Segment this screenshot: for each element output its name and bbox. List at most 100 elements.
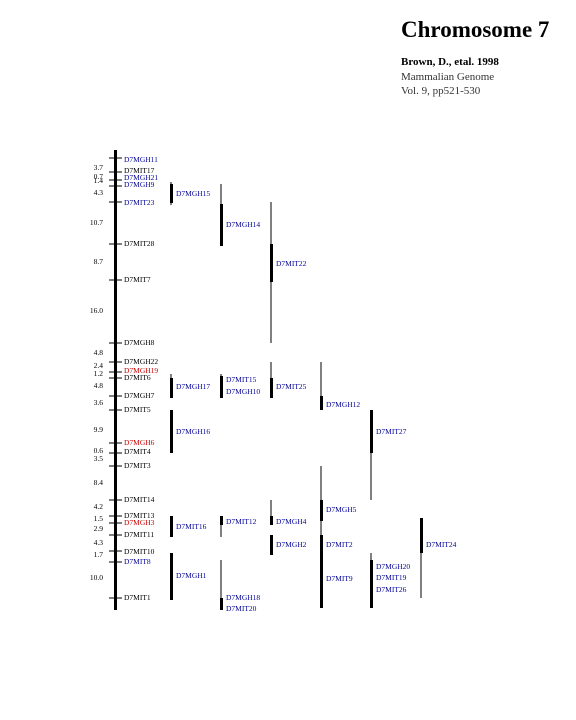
placed-marker-label: D7MGH12 — [326, 400, 360, 409]
locus-label: D7MIT11 — [124, 530, 154, 539]
placed-marker-label: D7MIT12 — [226, 517, 257, 526]
locus-label: D7MIT8 — [124, 557, 151, 566]
locus-label: D7MIT17 — [124, 166, 155, 175]
distance-label: 0.7 — [94, 172, 104, 181]
placed-marker-label: D7MIT2 — [326, 540, 353, 549]
distance-label: 4.3 — [94, 538, 104, 547]
bin-bar — [370, 560, 373, 608]
placed-marker-label: D7MGH15 — [176, 189, 210, 198]
placed-marker-label: D7MGH18 — [226, 593, 260, 602]
bin-bar — [170, 516, 173, 537]
locus-label: D7MGH11 — [124, 155, 158, 164]
distance-label: 4.2 — [94, 502, 104, 511]
placed-marker-label: D7MGH2 — [276, 540, 307, 549]
distance-label: 2.4 — [94, 361, 104, 370]
placed-marker-label: D7MIT19 — [376, 573, 407, 582]
bin-bar — [320, 553, 323, 608]
bin-bar — [320, 500, 323, 521]
chromosome-axis-group — [109, 150, 122, 610]
distance-label: 10.7 — [90, 218, 103, 227]
citation-authors: Brown, D., etal. 1998 — [401, 56, 499, 68]
distance-label: 4.8 — [94, 381, 104, 390]
distance-label: 1.5 — [94, 514, 104, 523]
locus-label: D7MGH19 — [124, 366, 158, 375]
citation-journal: Mammalian Genome — [401, 71, 495, 83]
bin-bar — [220, 516, 223, 525]
placed-marker-label: D7MGH16 — [176, 427, 210, 436]
placed-marker-label: D7MGH20 — [376, 562, 410, 571]
locus-label: D7MIT14 — [124, 495, 155, 504]
bin-bar — [170, 378, 173, 398]
locus-label: D7MIT7 — [124, 275, 151, 284]
locus-label: D7MGH3 — [124, 518, 155, 527]
bin-bar — [220, 204, 223, 246]
distance-label: 1.2 — [94, 369, 104, 378]
placed-marker-label: D7MIT27 — [376, 427, 407, 436]
distance-label: 3.6 — [94, 398, 104, 407]
bin-bar — [370, 410, 373, 453]
distance-labels-group: 3.70.71.4 4.3 10.7 8.7 16.0 4.8 2.41.2 4.8 3.6 9.… — [90, 163, 103, 582]
distance-label: 3.5 — [94, 454, 104, 463]
bin-bar — [220, 376, 223, 398]
distance-label: 10.0 — [90, 573, 103, 582]
locus-label: D7MGH9 — [124, 180, 155, 189]
citation-volume: Vol. 9, pp521-530 — [401, 85, 481, 97]
placed-marker-label: D7MGH14 — [226, 220, 260, 229]
placed-marker-label: D7MGH4 — [276, 517, 307, 526]
placed-marker-label: D7MIT24 — [426, 540, 457, 549]
bin-bar — [320, 535, 323, 553]
distance-label: 0.6 — [94, 446, 104, 455]
locus-label: D7MGH6 — [124, 438, 155, 447]
distance-label: 8.4 — [94, 478, 104, 487]
distance-label: 4.8 — [94, 348, 104, 357]
bin-bar — [170, 184, 173, 203]
chromosome-title: Chromosome 7 — [401, 17, 550, 42]
locus-label: D7MIT1 — [124, 593, 151, 602]
locus-label: D7MIT13 — [124, 511, 155, 520]
distance-label: 1.4 — [94, 176, 104, 185]
placed-marker-label: D7MIT15 — [226, 375, 257, 384]
bin-bar — [270, 244, 273, 282]
bin-bar — [170, 410, 173, 453]
placed-marker-label: D7MIT22 — [276, 259, 307, 268]
distance-label: 16.0 — [90, 306, 103, 315]
bin-bar — [270, 535, 273, 555]
locus-label: D7MIT5 — [124, 405, 151, 414]
placed-marker-label: D7MGH5 — [326, 505, 357, 514]
distance-label: 8.7 — [94, 257, 104, 266]
distance-label: 1.7 — [94, 550, 104, 559]
bin-bar — [270, 378, 273, 398]
bin-bar — [420, 518, 423, 553]
locus-label: D7MGH21 — [124, 173, 158, 182]
locus-label: D7MIT6 — [124, 373, 151, 382]
placed-marker-label: D7MGH10 — [226, 387, 260, 396]
distance-label: 4.3 — [94, 188, 104, 197]
placed-marker-label: D7MIT25 — [276, 382, 307, 391]
bin-bars-group — [170, 182, 423, 610]
distance-label: 3.7 — [94, 163, 104, 172]
locus-label: D7MGH7 — [124, 391, 155, 400]
locus-label: D7MGH22 — [124, 357, 158, 366]
locus-label: D7MIT28 — [124, 239, 155, 248]
bin-bar — [220, 598, 223, 610]
locus-label: D7MIT10 — [124, 547, 155, 556]
placed-marker-label: D7MIT16 — [176, 522, 207, 531]
placed-marker-label: D7MGH1 — [176, 571, 207, 580]
bin-bar — [270, 516, 273, 525]
locus-label: D7MIT4 — [124, 447, 151, 456]
locus-label: D7MIT23 — [124, 198, 155, 207]
bin-bar — [170, 553, 173, 600]
distance-label: 2.9 — [94, 524, 104, 533]
locus-label: D7MGH8 — [124, 338, 155, 347]
placed-marker-label: D7MGH17 — [176, 382, 210, 391]
placed-marker-label: D7MIT20 — [226, 604, 257, 613]
locus-label: D7MIT3 — [124, 461, 151, 470]
locus-labels-group: D7MGH11D7MIT17D7MGH21D7MGH9D7MIT23D7MIT2… — [124, 155, 158, 602]
distance-label: 9.9 — [94, 425, 104, 434]
bin-bar — [320, 396, 323, 410]
chromosome-bar — [114, 150, 117, 610]
placed-marker-label: D7MIT26 — [376, 585, 407, 594]
placed-marker-label: D7MIT9 — [326, 574, 353, 583]
